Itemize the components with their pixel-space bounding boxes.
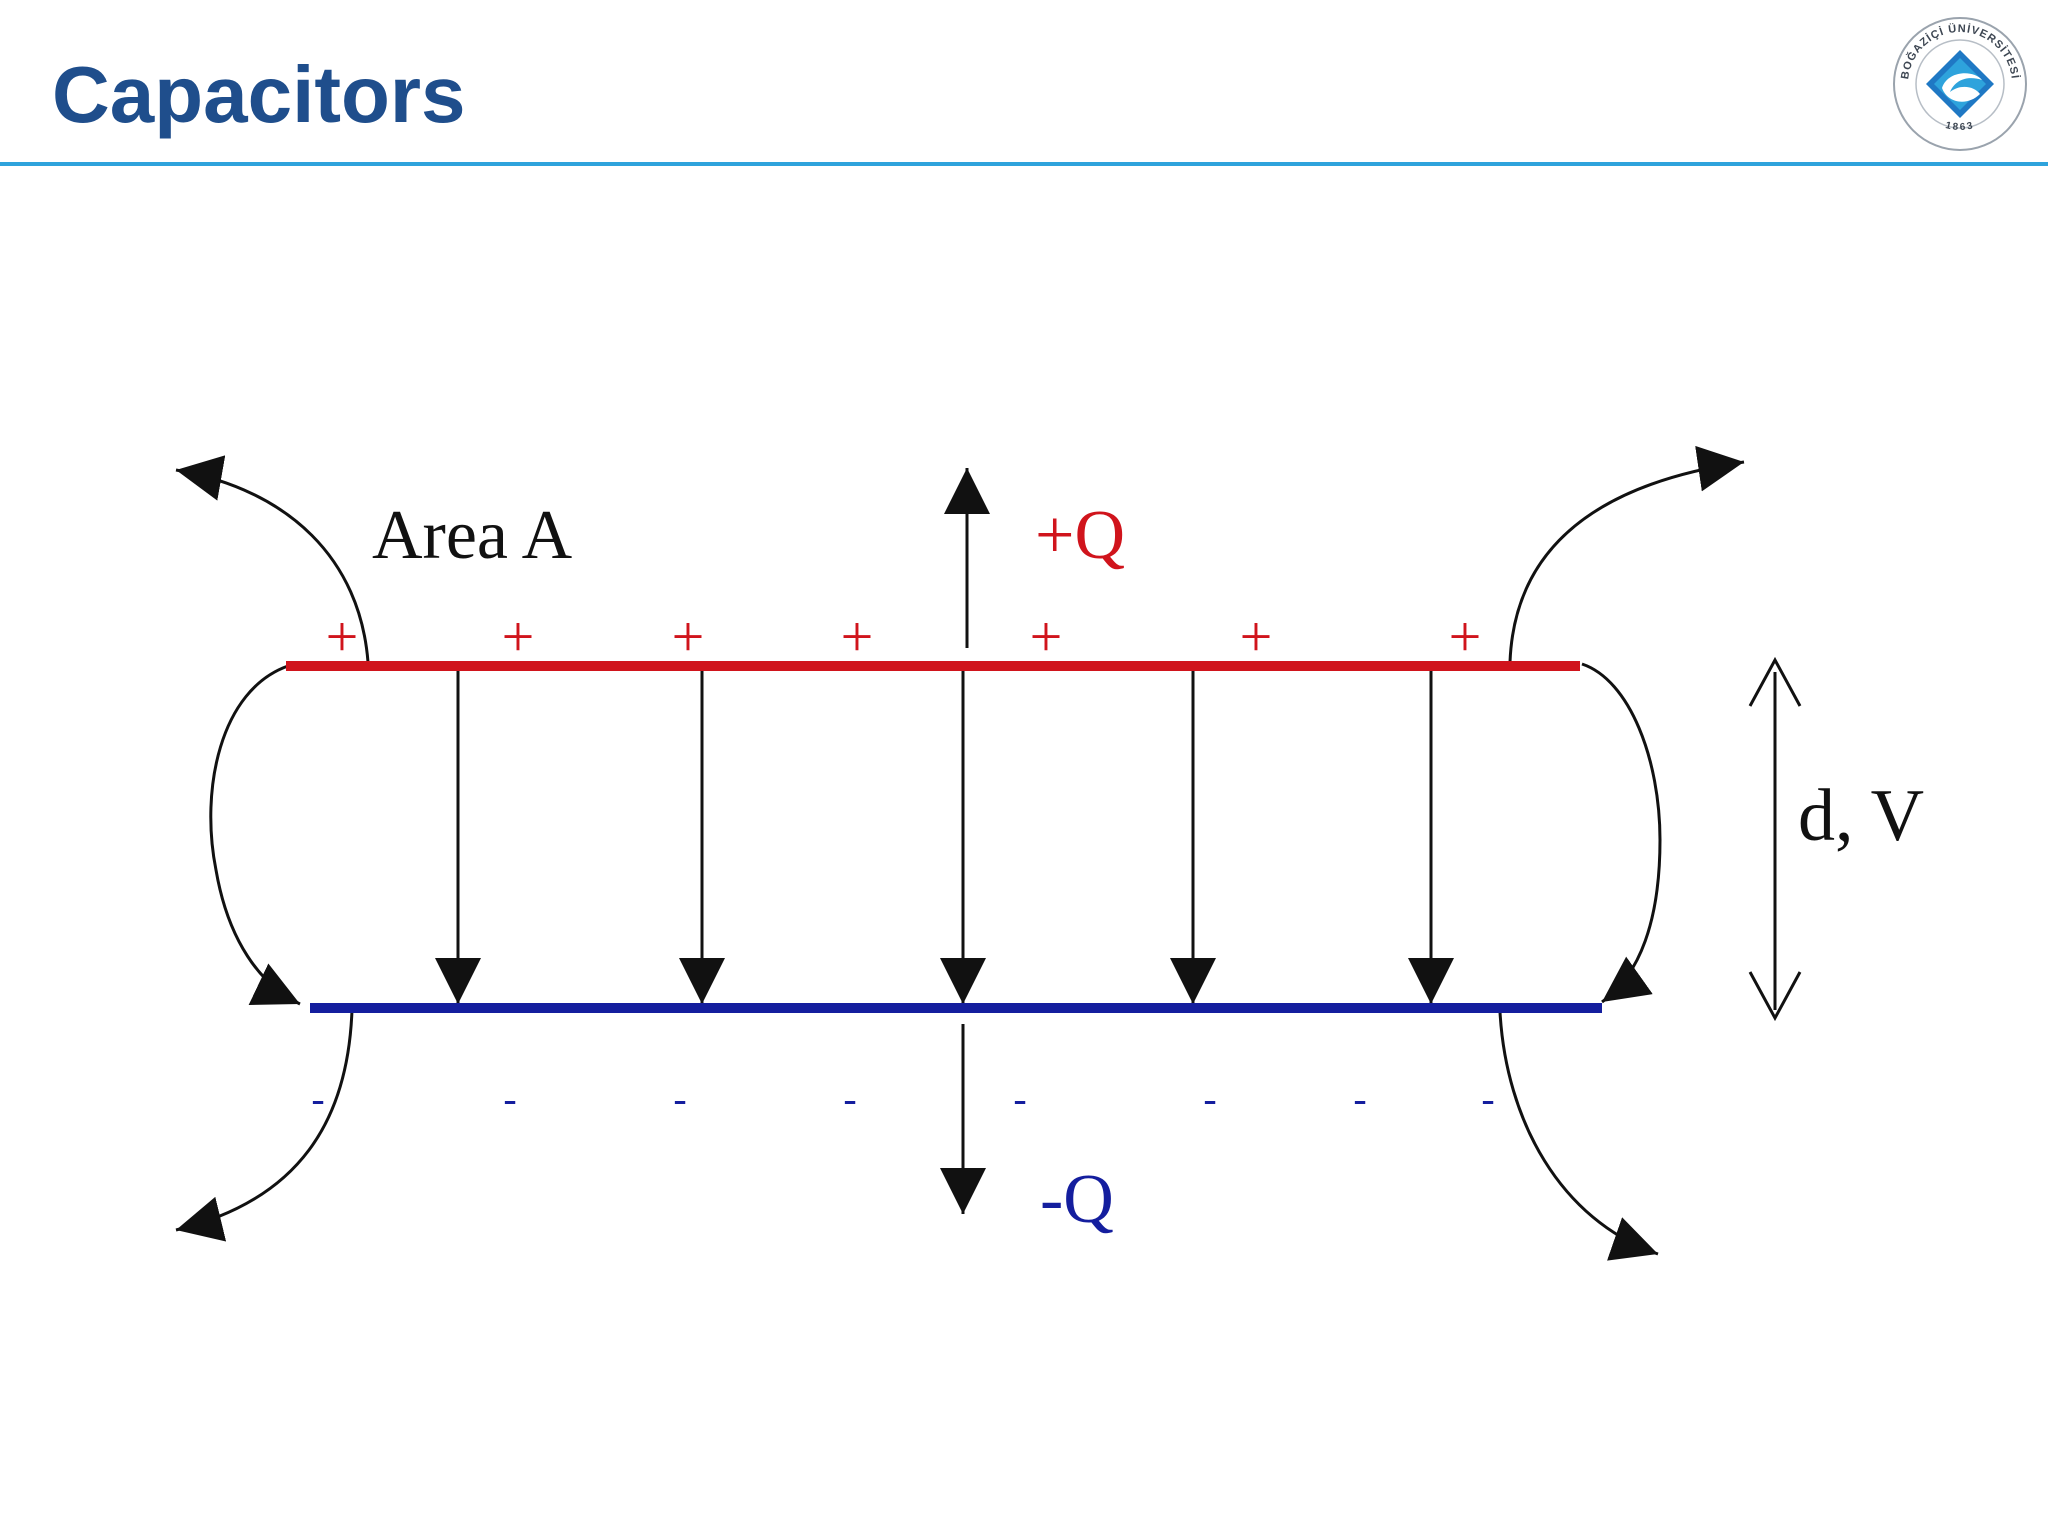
plus-sign: + [1030, 604, 1063, 669]
bottom-charge-label: -Q [1040, 1161, 1114, 1238]
fringe-arrow-right-edge [1581, 662, 1662, 1004]
minus-sign: - [843, 1076, 856, 1121]
university-seal-icon: BOĞAZİÇİ ÜNİVERSİTESİ 1863 [1893, 17, 2027, 151]
fringe-arrow-top-left [175, 455, 370, 663]
svg-text:1863: 1863 [1944, 120, 1975, 133]
plus-sign: + [502, 604, 535, 669]
fringe-arrow-top-right [1508, 445, 1745, 663]
minus-sign: - [1481, 1076, 1494, 1121]
minus-sign: - [503, 1076, 516, 1121]
plus-sign: + [1449, 604, 1482, 669]
title-divider [0, 162, 2048, 166]
minus-sign: - [1353, 1076, 1366, 1121]
minus-sign: - [1013, 1076, 1026, 1121]
area-label: Area A [372, 497, 573, 574]
plus-sign: + [1240, 604, 1273, 669]
minus-sign: - [311, 1076, 324, 1121]
fringe-arrow-bottom-right [1498, 1011, 1659, 1261]
gap-arrowhead-bottom [1748, 971, 1802, 1022]
seal-year: 1863 [1944, 120, 1973, 133]
fringe-arrow-bottom-left [175, 1009, 354, 1242]
minus-sign: - [1203, 1076, 1216, 1121]
top-charge-label: +Q [1035, 497, 1125, 574]
plus-sign: + [326, 604, 359, 669]
gap-label: d, V [1798, 775, 1924, 857]
plus-sign: + [672, 604, 705, 669]
minus-sign: - [673, 1076, 686, 1121]
fringe-arrow-left-edge [209, 664, 301, 1006]
plus-sign: + [841, 604, 874, 669]
slide-title: Capacitors [52, 50, 466, 139]
gap-arrowhead-top [1748, 656, 1802, 707]
